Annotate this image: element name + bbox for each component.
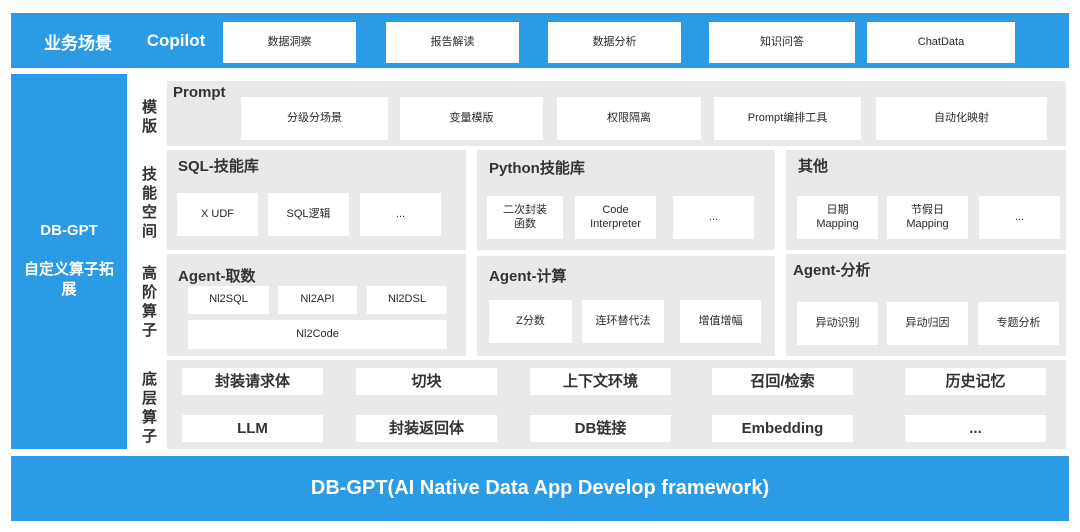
scenario-item: 数据洞察	[223, 22, 356, 63]
scenario-item: 数据分析	[548, 22, 681, 63]
base-operator-item: 切块	[356, 368, 497, 395]
python-skill-item: 二次封装 函数	[487, 196, 563, 239]
base-operator-item: ...	[905, 415, 1046, 442]
template-row-text: 模版	[142, 99, 158, 135]
base-operator-item: DB链接	[530, 415, 671, 442]
other-skill-item: ...	[979, 196, 1060, 239]
base-operator-item: LLM	[182, 415, 323, 442]
prompt-item: 分级分场景	[241, 97, 388, 140]
dbgpt-side-title: DB-GPT	[40, 221, 98, 239]
scenario-item: 知识问答	[709, 22, 855, 63]
copilot-label: Copilot	[146, 31, 206, 50]
agent-analyze-item: 异动归因	[887, 302, 968, 345]
advanced-row-text: 高阶算子	[142, 265, 158, 339]
scenario-item: ChatData	[867, 22, 1015, 63]
prompt-item: 变量模版	[400, 97, 543, 140]
skill-row-label: 技能空间	[139, 160, 161, 246]
business-scenario-label: 业务场景	[44, 33, 112, 53]
agent-analyze-title: Agent-分析	[793, 262, 871, 279]
agent-analyze-item: 异动识别	[797, 302, 878, 345]
advanced-row-label: 高阶算子	[139, 262, 161, 342]
agent-fetch-item: Nl2Code	[188, 320, 447, 349]
agent-compute-title: Agent-计算	[489, 268, 567, 285]
other-skill-title: 其他	[798, 158, 829, 175]
base-operator-item: Embedding	[712, 415, 853, 442]
skill-row-text: 技能空间	[142, 166, 158, 240]
other-skill-item: 日期 Mapping	[797, 196, 878, 239]
base-operator-item: 封装返回体	[356, 415, 497, 442]
other-skill-item: 节假日 Mapping	[887, 196, 968, 239]
agent-fetch-title: Agent-取数	[178, 268, 256, 285]
agent-compute-item: 增值增幅	[680, 300, 761, 343]
base-operator-item: 历史记忆	[905, 368, 1046, 395]
scenario-item: 报告解读	[386, 22, 519, 63]
base-row-label: 底层算子	[139, 368, 161, 448]
agent-fetch-item: Nl2SQL	[188, 286, 269, 314]
dbgpt-side-subtitle: 自定义算子拓展	[23, 261, 114, 298]
sql-skill-item: X UDF	[177, 193, 258, 236]
prompt-item: 权限隔离	[557, 97, 701, 140]
base-operator-item: 召回/检索	[712, 368, 853, 395]
base-operator-item: 封装请求体	[182, 368, 323, 395]
framework-footer: DB-GPT(AI Native Data App Develop framew…	[11, 456, 1069, 521]
template-row-label: 模版	[139, 92, 161, 142]
prompt-title: Prompt	[173, 84, 226, 101]
prompt-item: 自动化映射	[876, 97, 1047, 140]
base-row-text: 底层算子	[142, 371, 158, 445]
sql-skill-item: SQL逻辑	[268, 193, 349, 236]
agent-compute-item: 连环替代法	[582, 300, 664, 343]
python-skill-item: ...	[673, 196, 754, 239]
agent-compute-item: Z分数	[489, 300, 572, 343]
prompt-item: Prompt编排工具	[714, 97, 861, 140]
agent-fetch-item: Nl2API	[278, 286, 357, 314]
agent-fetch-item: Nl2DSL	[367, 286, 447, 314]
sql-skill-item: ...	[360, 193, 441, 236]
sql-skill-title: SQL-技能库	[178, 158, 259, 175]
agent-analyze-item: 专题分析	[978, 302, 1059, 345]
base-operator-item: 上下文环境	[530, 368, 671, 395]
python-skill-item: Code Interpreter	[575, 196, 656, 239]
dbgpt-side-panel	[11, 74, 127, 449]
python-skill-title: Python技能库	[489, 160, 585, 177]
